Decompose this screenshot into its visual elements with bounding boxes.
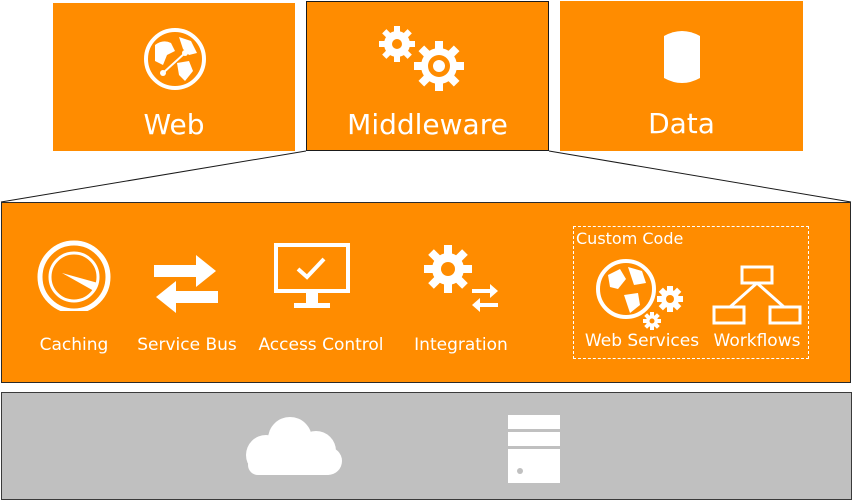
globe-icon [144,28,206,90]
cloud-icon [246,417,342,475]
data-tile[interactable]: Data [560,1,803,151]
web-services-label: Web Services [584,331,700,351]
swap-arrows-icon [154,255,218,313]
service-bus-label: Service Bus [137,335,237,355]
globe-gears-icon [596,259,683,330]
custom-code-group: Custom Code Web Services [573,226,809,359]
speedometer-icon [37,240,111,311]
access-control-label: Access Control [258,335,384,355]
web-tile-label: Web [143,108,205,141]
web-tile[interactable]: Web [53,3,295,151]
middleware-services-panel: Caching Service Bus Access Control Integ… [1,202,851,383]
workflows-label: Workflows [713,331,801,351]
middleware-tile-label: Middleware [347,108,508,141]
middleware-tile[interactable]: Middleware [306,1,549,151]
caching-label: Caching [39,335,109,355]
flowchart-icon [712,265,802,325]
server-icon [508,415,560,483]
data-tile-label: Data [648,107,715,140]
infrastructure-panel [1,392,852,500]
gears-icon [379,26,464,91]
custom-code-title: Custom Code [576,229,684,248]
gear-arrows-icon [424,245,498,312]
database-icon [664,31,700,83]
monitor-check-icon [274,243,350,308]
integration-label: Integration [414,335,508,355]
